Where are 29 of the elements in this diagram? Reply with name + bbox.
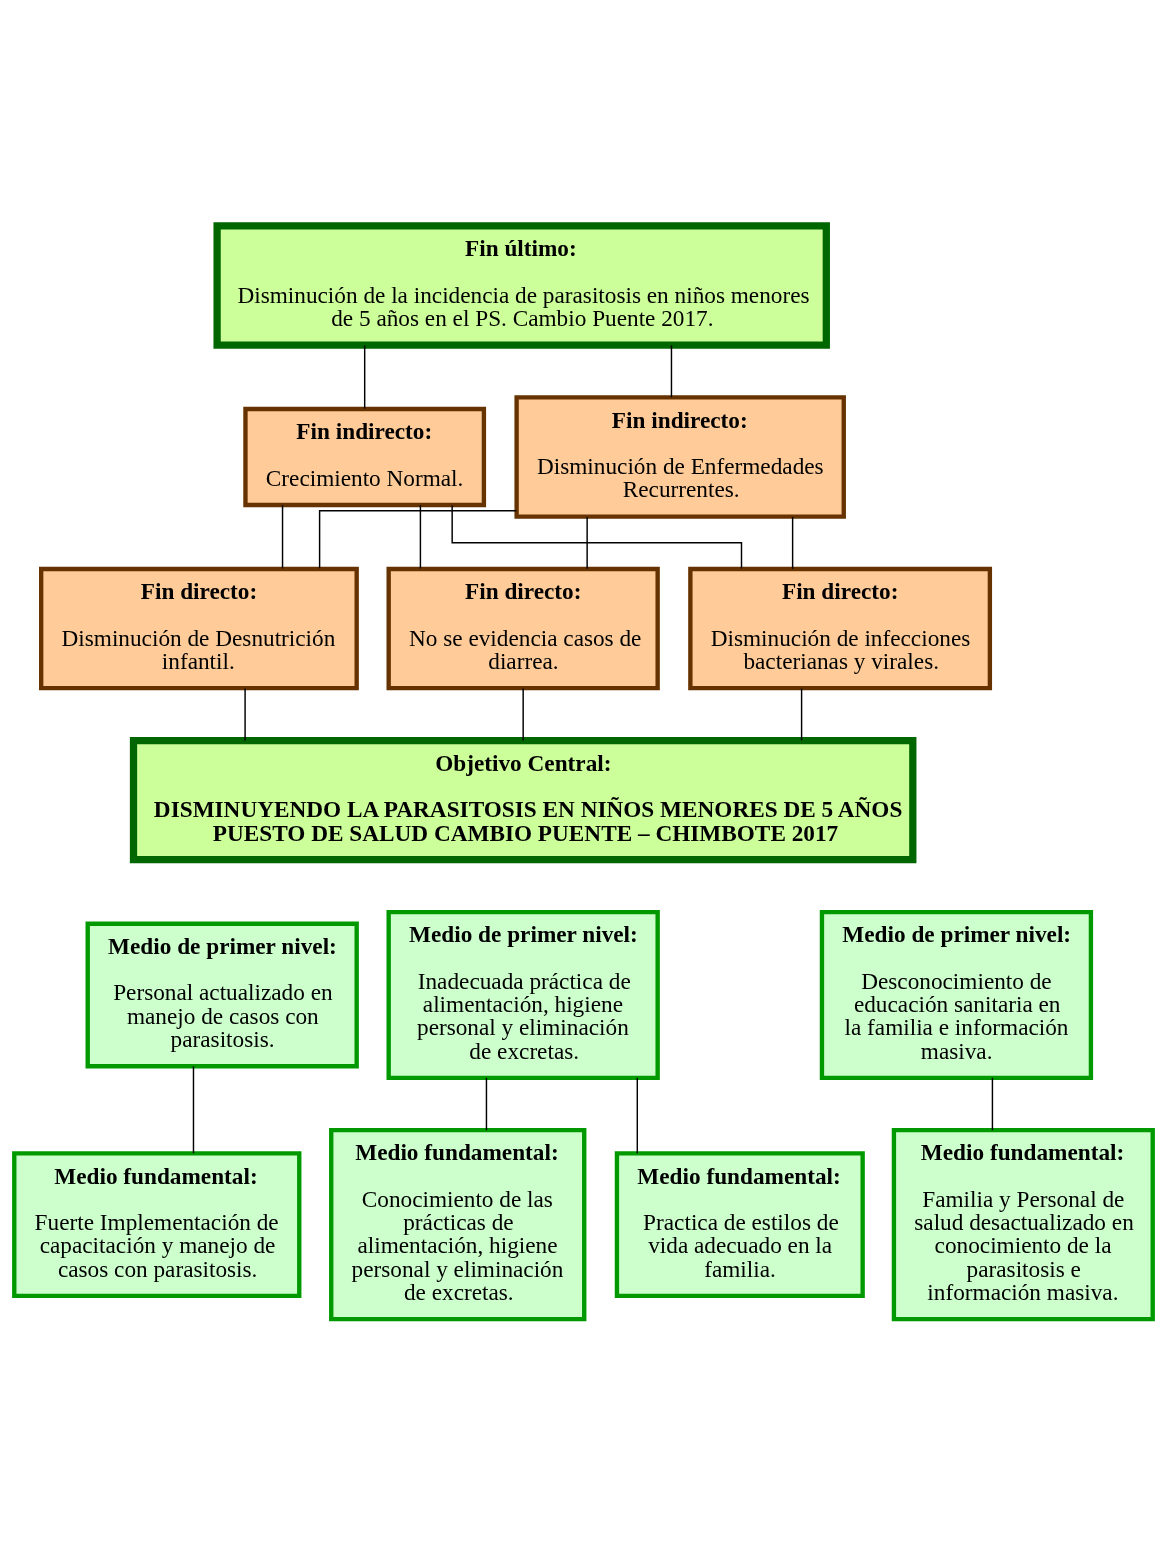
connector	[192, 1065, 195, 1154]
node-box: Medio de primer nivel: Personal actualizado en manejo de casos con parasitosis.	[85, 921, 359, 1069]
node-box: Medio de primer nivel: Desconocimiento de educación sanitaria en la familia e información masiva.	[819, 909, 1094, 1080]
node-box: Medio de primer nivel: Inadecuada práctica de alimentación, higiene personal y eliminación de excretas.	[386, 909, 660, 1080]
node-box: Fin directo: Disminución de Desnutrición infantil.	[39, 566, 359, 691]
node-box: Medio fundamental: Familia y Personal de salud desactualizado en conocimiento de la parasitosis e información masiva.	[891, 1128, 1155, 1322]
connector	[586, 516, 588, 570]
connector	[244, 687, 246, 742]
node-box: Fin directo: No se evidencia casos de diarrea.	[386, 566, 660, 691]
node-box: Fin directo: Disminución de infecciones bacterianas y virales.	[688, 566, 993, 691]
node-box: Fin indirecto: Disminución de Enfermedades Recurrentes.	[514, 395, 846, 519]
connector	[991, 1077, 994, 1131]
connector	[485, 1077, 488, 1131]
node-box: Medio fundamental: Fuerte Implementación de capacitación y manejo de casos con parasitosis.	[12, 1151, 302, 1299]
node-box: Objetivo Central: DISMINUYENDO LA PARASITOSIS EN NIÑOS MENORES DE 5 AÑOS PUESTO DE SALUD CAMBIO PUENTE – CHIMBOTE 2017	[129, 736, 917, 864]
connector	[363, 344, 366, 410]
node-box: Fin último: Disminución de la incidencia de parasitosis en niños menores de 5 años en el PS. Cambio Puente 2017.	[213, 222, 830, 349]
node-box: Medio fundamental: Conocimiento de las prácticas de alimentación, higiene personal y eliminación de excretas.	[329, 1128, 587, 1322]
node-box: Medio fundamental: Practica de estilos de vida adecuado en la familia.	[614, 1151, 865, 1299]
connector	[318, 510, 517, 569]
connector	[636, 1077, 639, 1154]
connector	[281, 504, 284, 570]
connector	[800, 687, 803, 742]
connector	[791, 516, 794, 570]
connector	[419, 504, 422, 570]
connector	[522, 687, 524, 742]
node-box: Fin indirecto: Crecimiento Normal.	[243, 406, 487, 508]
connector	[451, 504, 743, 570]
connector	[670, 344, 673, 399]
